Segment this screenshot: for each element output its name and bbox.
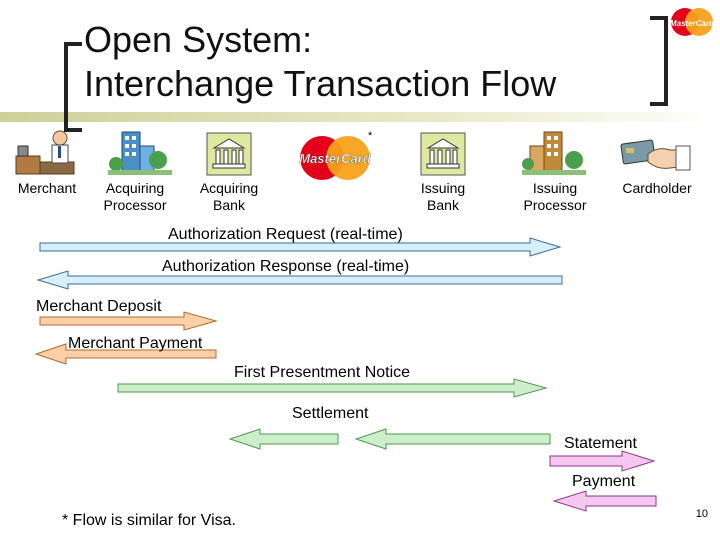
cardholder-icon	[620, 139, 691, 171]
payment-label: Payment	[572, 473, 636, 490]
actor-acquiring-bank: Acquiring Bank	[190, 180, 268, 214]
auth-request-arrow	[39, 237, 562, 257]
actor-acquiring-processor-line1: Acquiring	[105, 180, 165, 196]
mastercard-logo-text: MasterCard	[299, 151, 372, 166]
settlement-arrow-right	[354, 428, 551, 450]
issuing-processor-icon	[522, 131, 586, 175]
actor-issuing-processor-line1: Issuing	[532, 180, 578, 196]
actor-merchant: Merchant	[10, 180, 84, 197]
actor-acquiring-bank-line1: Acquiring	[199, 180, 259, 196]
merchant-payment-label: Merchant Payment	[68, 335, 203, 352]
merchant-icon	[15, 130, 75, 175]
merchant-payment-arrow	[34, 343, 217, 365]
mastercard-logo-small-text: MasterCard	[670, 19, 715, 28]
auth-response-arrow	[36, 270, 563, 290]
right-bracket	[650, 16, 668, 106]
slide-number: 10	[695, 508, 708, 520]
actor-issuing-bank: Issuing Bank	[404, 180, 482, 214]
actor-acquiring-processor-line2: Processor	[103, 197, 167, 213]
auth-response-label: Authorization Response (real-time)	[162, 258, 410, 275]
statement-arrow	[549, 450, 656, 472]
actor-issuing-processor: Issuing Processor	[512, 180, 598, 214]
auth-request-label: Authorization Request (real-time)	[168, 226, 403, 243]
first-presentment-arrow	[117, 378, 548, 398]
actor-issuing-processor-line2: Processor	[523, 197, 587, 213]
merchant-deposit-arrow	[39, 311, 218, 331]
slide-title: Open System: Interchange Transaction Flo…	[84, 18, 644, 106]
issuing-bank-icon	[420, 132, 466, 176]
actor-cardholder-label: Cardholder	[622, 180, 692, 196]
acquiring-bank-icon	[206, 132, 252, 176]
actor-acquiring-bank-line2: Bank	[213, 197, 245, 213]
title-line-1: Open System:	[84, 19, 313, 60]
logo-asterisk: *	[368, 130, 373, 142]
mastercard-logo: MasterCard	[299, 136, 372, 180]
actor-issuing-bank-line1: Issuing	[420, 180, 466, 196]
statement-label: Statement	[564, 435, 637, 452]
acquiring-processor-icon	[108, 131, 172, 175]
merchant-deposit-label: Merchant Deposit	[36, 298, 162, 315]
mastercard-logo-small: MasterCard	[670, 8, 715, 36]
actor-cardholder: Cardholder	[614, 180, 700, 197]
footnote: * Flow is similar for Visa.	[62, 512, 236, 529]
payment-arrow	[552, 490, 657, 512]
title-line-2: Interchange Transaction Flow	[84, 63, 557, 104]
left-bracket	[64, 42, 82, 132]
actor-merchant-label: Merchant	[17, 180, 77, 196]
actor-acquiring-processor: Acquiring Processor	[92, 180, 178, 214]
settlement-label: Settlement	[292, 405, 369, 422]
first-presentment-label: First Presentment Notice	[234, 364, 411, 381]
title-underline-bar	[0, 112, 720, 122]
settlement-arrow-left	[228, 428, 339, 450]
actor-issuing-bank-line2: Bank	[427, 197, 459, 213]
